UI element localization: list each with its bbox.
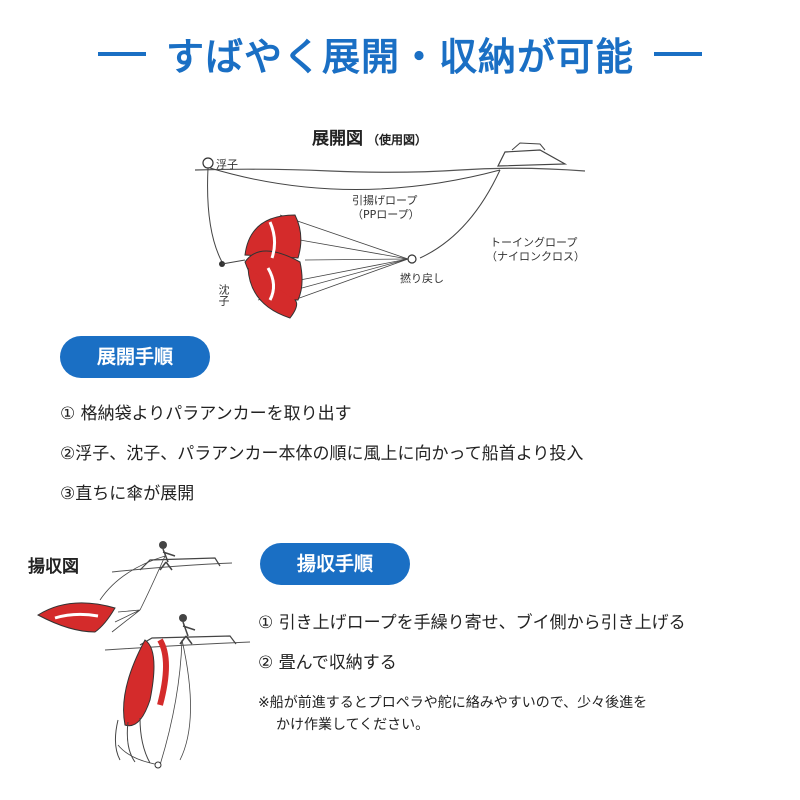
haul-line-sub-label: （PPロープ）: [352, 208, 420, 221]
towing-line-label: トーイングロープ: [490, 236, 578, 249]
caution-note: ※船が前進するとプロペラや舵に絡みやすいので、少々後進を かけ作業してください。: [258, 692, 647, 736]
caution-note-line1: ※船が前進するとプロペラや舵に絡みやすいので、少々後進を: [258, 695, 648, 711]
list-item: ② 畳んで収納する: [258, 653, 397, 673]
float-label: 浮子: [216, 158, 238, 171]
haul-line-label: 引揚げロープ: [352, 194, 418, 207]
list-item: ① 引き上げロープを手繰り寄せ、ブイ側から引き上げる: [258, 613, 686, 633]
list-item: ① 格納袋よりパラアンカーを取り出す: [60, 404, 352, 424]
parachute-canopy: [244, 214, 303, 319]
sinker-label: 沈子: [217, 284, 230, 306]
towing-line-sub-label: （ナイロンクロス）: [486, 250, 585, 263]
page-title: すばやく展開・収納が可能: [0, 26, 800, 81]
retrieval-steps-list: ① 引き上げロープを手繰り寄せ、ブイ側から引き上げる ② 畳んで収納する: [258, 613, 686, 693]
list-item: ③直ちに傘が展開: [60, 484, 195, 504]
title-dash-right: [654, 51, 702, 56]
swivel-label: 撚り戻し: [400, 272, 444, 285]
retrieval-procedure-heading: 揚収手順: [260, 543, 410, 585]
deploy-procedure-heading: 展開手順: [60, 336, 210, 378]
retrieval-canopy-lower: [114, 638, 169, 764]
retrieval-diagram-label: 揚収図: [28, 557, 79, 577]
title-dash-left: [97, 51, 146, 56]
deploy-diagram-caption: 展開図（使用図）: [312, 129, 428, 149]
title-text: すばやく展開・収納が可能: [165, 35, 634, 79]
retrieval-canopy-upper: [36, 602, 116, 633]
list-item: ②浮子、沈子、パラアンカー本体の順に風上に向かって船首より投入: [60, 444, 584, 464]
deploy-steps-list: ① 格納袋よりパラアンカーを取り出す ②浮子、沈子、パラアンカー本体の順に風上に…: [60, 404, 583, 524]
caution-note-line2: かけ作業してください。: [276, 717, 430, 733]
